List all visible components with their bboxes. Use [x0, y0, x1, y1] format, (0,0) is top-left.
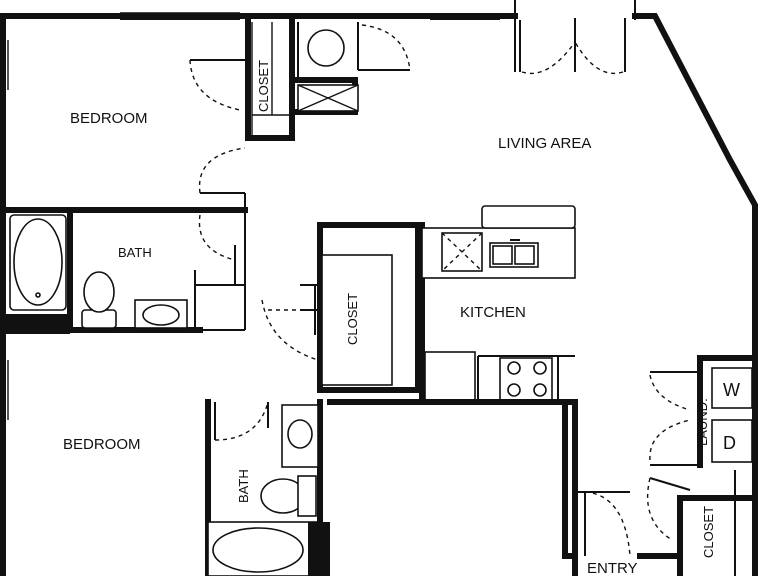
- bedroom-2-label: BEDROOM: [63, 436, 141, 453]
- entry-label: ENTRY: [587, 560, 638, 576]
- closet-2-label: CLOSET: [345, 293, 360, 345]
- kitchen-label: KITCHEN: [460, 304, 526, 321]
- washer-label: W: [723, 380, 740, 400]
- living-area-label: LIVING AREA: [498, 135, 591, 152]
- closet-3-label: CLOSET: [701, 506, 716, 558]
- closet-1-label: CLOSET: [256, 60, 271, 112]
- bedroom-1-label: BEDROOM: [70, 110, 148, 127]
- bath-1-label: BATH: [118, 245, 152, 260]
- patio-door: [514, 0, 636, 74]
- bath-2-label: BATH: [236, 469, 251, 503]
- interior-walls: [0, 19, 758, 576]
- exterior-walls: [0, 12, 758, 576]
- laundry-label: LAUND.: [695, 398, 710, 446]
- dryer-label: D: [723, 433, 736, 453]
